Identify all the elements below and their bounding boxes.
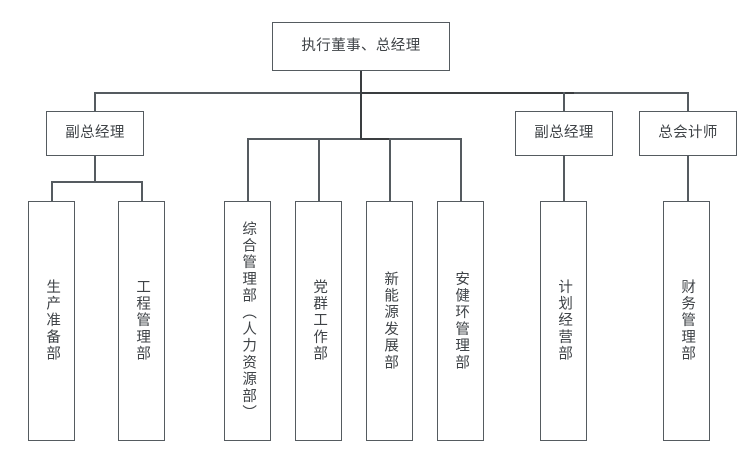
node-chief-accountant[interactable]: 总会计师 [639, 111, 737, 156]
node-executive-director-gm[interactable]: 执行董事、总经理 [272, 22, 450, 71]
edge-drop-chief-accountant [687, 92, 689, 112]
node-label: 工程管理部 [134, 279, 151, 363]
edge-deputy-left-stem [94, 156, 96, 182]
node-label: 党群工作部 [311, 279, 328, 363]
edge-deputy-left-bus [51, 181, 142, 183]
node-department-engineering-management[interactable]: 工程管理部 [118, 201, 165, 441]
edge-main-bus-right [574, 92, 689, 94]
edge-drop-dept-hse [460, 138, 462, 201]
node-label: 副总经理 [534, 125, 594, 142]
node-label: 财务管理部 [679, 279, 696, 363]
node-department-general-admin-hr[interactable]: 综合管理部（人力资源部） [224, 201, 271, 441]
edge-drop-dept-production [51, 181, 53, 201]
node-department-production-preparation[interactable]: 生产准备部 [28, 201, 75, 441]
node-label: 总会计师 [658, 125, 718, 142]
edge-trunk-to-mid-bus [360, 92, 363, 139]
node-department-hse-management[interactable]: 安健环管理部 [437, 201, 484, 441]
edge-drop-dept-party [318, 138, 320, 201]
node-department-party-work[interactable]: 党群工作部 [295, 201, 342, 441]
node-department-finance-management[interactable]: 财务管理部 [663, 201, 710, 441]
edge-chief-accountant-stem [687, 156, 689, 201]
edge-mid-bus-right [389, 138, 461, 140]
node-label: 副总经理 [65, 125, 125, 142]
edge-drop-dept-general-admin [247, 138, 249, 201]
edge-drop-dept-new-energy [389, 138, 391, 201]
edge-main-bus-center [360, 92, 575, 95]
node-label: 综合管理部（人力资源部） [240, 220, 257, 422]
node-label: 计划经营部 [556, 279, 573, 363]
node-department-planning-operations[interactable]: 计划经营部 [540, 201, 587, 441]
edge-root-stem [360, 71, 363, 93]
node-label: 生产准备部 [44, 279, 61, 363]
edge-drop-dept-engineering [141, 181, 143, 201]
edge-mid-bus-center [360, 138, 390, 141]
edge-deputy-right-stem [563, 156, 565, 201]
node-label: 执行董事、总经理 [301, 38, 421, 55]
edge-drop-deputy-right [563, 92, 565, 112]
node-department-new-energy-development[interactable]: 新能源发展部 [366, 201, 413, 441]
edge-drop-deputy-left [94, 92, 96, 112]
node-deputy-general-manager-right[interactable]: 副总经理 [515, 111, 613, 156]
edge-mid-bus-left [247, 138, 361, 140]
node-label: 安健环管理部 [453, 270, 470, 372]
node-label: 新能源发展部 [382, 270, 399, 372]
node-deputy-general-manager-left[interactable]: 副总经理 [46, 111, 144, 156]
edge-main-bus-left [94, 92, 361, 94]
